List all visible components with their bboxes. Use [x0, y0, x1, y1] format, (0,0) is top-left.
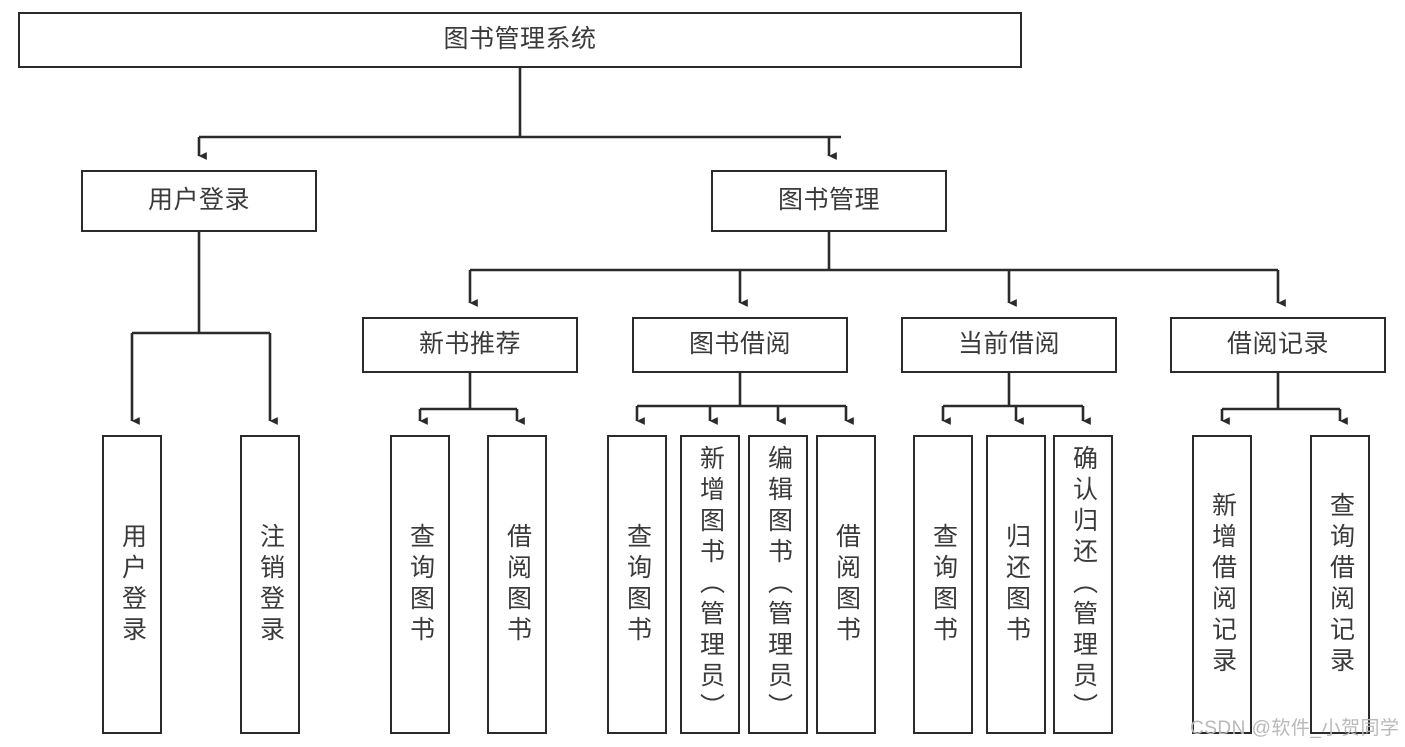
leaf-return-book-label: 归还图书 — [1002, 522, 1031, 647]
node-current-borrow-label: 当前借阅 — [957, 330, 1060, 359]
node-current-borrow[interactable]: 当前借阅 — [901, 317, 1117, 373]
leaf-edit-book-admin-label: 编辑图书（管理员） — [764, 445, 793, 724]
watermark-text: CSDN @软件_小贺同学 — [1190, 718, 1400, 739]
leaf-query-book-recommend-label: 查询图书 — [406, 522, 435, 647]
node-borrow-records[interactable]: 借阅记录 — [1170, 317, 1386, 373]
leaf-query-book-current-label: 查询图书 — [929, 522, 958, 647]
node-user-login-label: 用户登录 — [147, 186, 250, 215]
node-book-borrow[interactable]: 图书借阅 — [632, 317, 848, 373]
leaf-borrow-book-recommend[interactable]: 借阅图书 — [487, 435, 547, 734]
leaf-query-book-borrow-label: 查询图书 — [623, 522, 652, 647]
leaf-confirm-return-admin[interactable]: 确认归还（管理员） — [1053, 435, 1113, 734]
node-root[interactable]: 图书管理系统 — [18, 12, 1022, 68]
node-new-book-recommend-label: 新书推荐 — [418, 330, 521, 359]
node-book-borrow-label: 图书借阅 — [688, 330, 791, 359]
leaf-add-book-admin-label: 新增图书（管理员） — [696, 445, 725, 724]
leaf-query-book-borrow[interactable]: 查询图书 — [607, 435, 667, 734]
leaf-logout-login[interactable]: 注销登录 — [240, 435, 300, 734]
leaf-add-borrow-record-label: 新增借阅记录 — [1208, 491, 1237, 678]
node-borrow-records-label: 借阅记录 — [1226, 330, 1329, 359]
leaf-query-book-current[interactable]: 查询图书 — [913, 435, 973, 734]
leaf-return-book[interactable]: 归还图书 — [986, 435, 1046, 734]
leaf-user-login[interactable]: 用户登录 — [102, 435, 162, 734]
leaf-add-borrow-record[interactable]: 新增借阅记录 — [1192, 435, 1252, 734]
node-new-book-recommend[interactable]: 新书推荐 — [362, 317, 578, 373]
leaf-add-book-admin[interactable]: 新增图书（管理员） — [680, 435, 740, 734]
node-book-management[interactable]: 图书管理 — [711, 170, 947, 232]
leaf-query-borrow-record-label: 查询借阅记录 — [1326, 491, 1355, 678]
leaf-borrow-book[interactable]: 借阅图书 — [816, 435, 876, 734]
leaf-borrow-book-recommend-label: 借阅图书 — [503, 522, 532, 647]
leaf-query-book-recommend[interactable]: 查询图书 — [390, 435, 450, 734]
leaf-user-login-label: 用户登录 — [118, 522, 147, 647]
node-root-label: 图书管理系统 — [443, 25, 597, 54]
leaf-query-borrow-record[interactable]: 查询借阅记录 — [1310, 435, 1370, 734]
leaf-edit-book-admin[interactable]: 编辑图书（管理员） — [748, 435, 808, 734]
node-book-management-label: 图书管理 — [777, 186, 880, 215]
node-user-login[interactable]: 用户登录 — [81, 170, 317, 232]
leaf-logout-login-label: 注销登录 — [256, 522, 285, 647]
leaf-confirm-return-admin-label: 确认归还（管理员） — [1069, 445, 1098, 724]
leaf-borrow-book-label: 借阅图书 — [832, 522, 861, 647]
